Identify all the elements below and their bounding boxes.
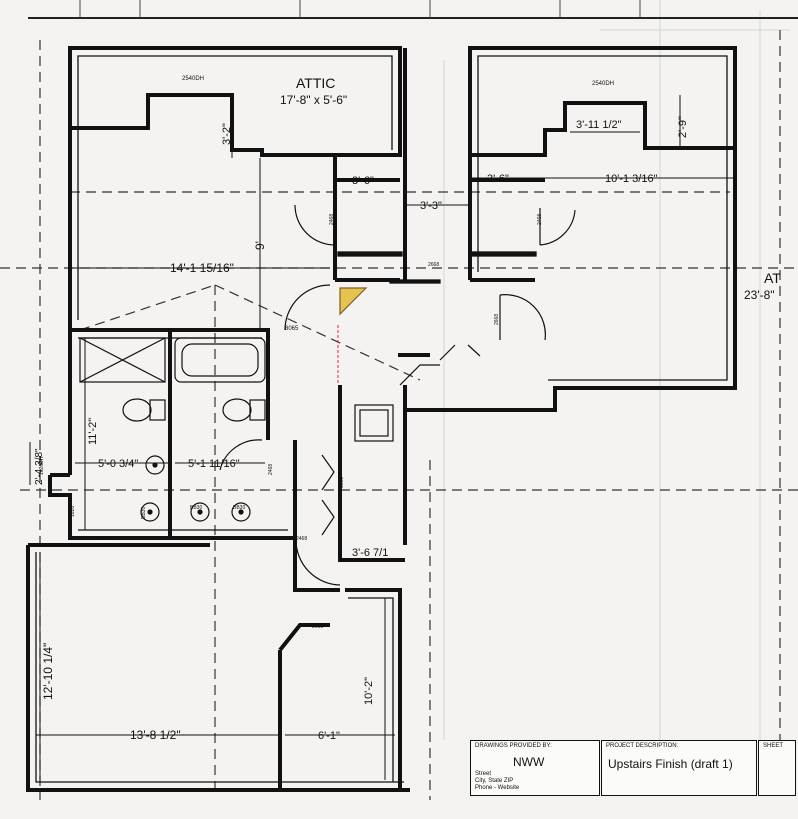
address-street: Street — [475, 771, 492, 777]
dim-right-bump-width: 3'-11 1/2" — [576, 119, 622, 131]
attic-left-dims: 17'-8" x 5'-6" — [280, 93, 347, 107]
code-d-side: 1626DH — [39, 456, 45, 475]
code-fix3: BB30 — [233, 505, 245, 511]
title-block-sheet: SHEET — [758, 740, 796, 796]
code-d-side2: 1626 — [70, 506, 76, 517]
code-d-hall-top: 2668 — [428, 262, 439, 268]
dim-right-room-width: 10'-1 3/16" — [605, 173, 658, 185]
code-win-right: 2540DH — [592, 81, 614, 87]
address-city: City, State ZIP — [475, 778, 514, 784]
code-d-lower: 2468 — [296, 536, 307, 542]
attic-right-dims: 23'-8" — [744, 288, 775, 302]
code-d-left: 2668 — [96, 536, 107, 542]
code-d-mid: 8065 — [285, 326, 299, 332]
project-description: Upstairs Finish (draft 1) — [608, 757, 733, 771]
code-d-bottom: 2668 — [312, 624, 323, 630]
dim-bottom-left-width: 13'-8 1/2" — [130, 728, 181, 742]
title-block-provider: DRAWINGS PROVIDED BY: NWW Street City, S… — [470, 740, 600, 796]
dim-closet-left: 3'-6" — [352, 175, 374, 187]
code-fix1: BB30 — [141, 507, 147, 519]
code-d-hall: 5068 — [339, 477, 345, 488]
dim-between-closets: 3'-3" — [420, 200, 442, 212]
dim-left-room-width: 14'-1 15/16" — [170, 261, 234, 275]
dim-bottom-right-width: 6'-1" — [318, 730, 340, 742]
attic-right-name: AT — [764, 270, 781, 286]
dim-bottom-right-depth: 10'-2" — [363, 677, 375, 705]
dim-bath-right-width: 5'-1 11/16" — [188, 458, 240, 470]
project-label: PROJECT DESCRIPTION: — [606, 743, 679, 749]
dim-attic-depth: 3'-2" — [221, 123, 233, 145]
code-d-closet-right: 2468 — [537, 214, 543, 225]
dim-small: 2'-4 3/8" — [34, 448, 45, 485]
dim-bottom-depth: 12'-10 1/4" — [41, 643, 55, 700]
code-d-closet-left: 2468 — [329, 214, 335, 225]
dim-bath-left-width: 5'-0 3/4" — [98, 458, 138, 470]
code-win-left: 2540DH — [182, 76, 204, 82]
dim-right-bump-depth: 2'-9" — [677, 116, 689, 138]
title-block-project: PROJECT DESCRIPTION: Upstairs Finish (dr… — [601, 740, 757, 796]
provider-name: NWW — [513, 755, 545, 769]
address-phone: Phone - Website — [475, 785, 520, 791]
dim-left-room-depth: 9' — [253, 241, 267, 250]
provided-by-label: DRAWINGS PROVIDED BY: — [475, 743, 552, 749]
code-d-bath: 2468 — [268, 464, 274, 475]
dim-closet-lower: 3'-6 7/1 — [352, 547, 388, 559]
dim-bath-depth: 11'-2" — [87, 418, 99, 445]
attic-left-name: ATTIC — [296, 75, 335, 91]
sheet-label: SHEET — [763, 743, 784, 749]
code-d-right-room: 2668 — [494, 314, 500, 325]
code-fix2: BB30 — [190, 505, 202, 511]
dim-closet-right: 3'-6" — [487, 173, 509, 185]
